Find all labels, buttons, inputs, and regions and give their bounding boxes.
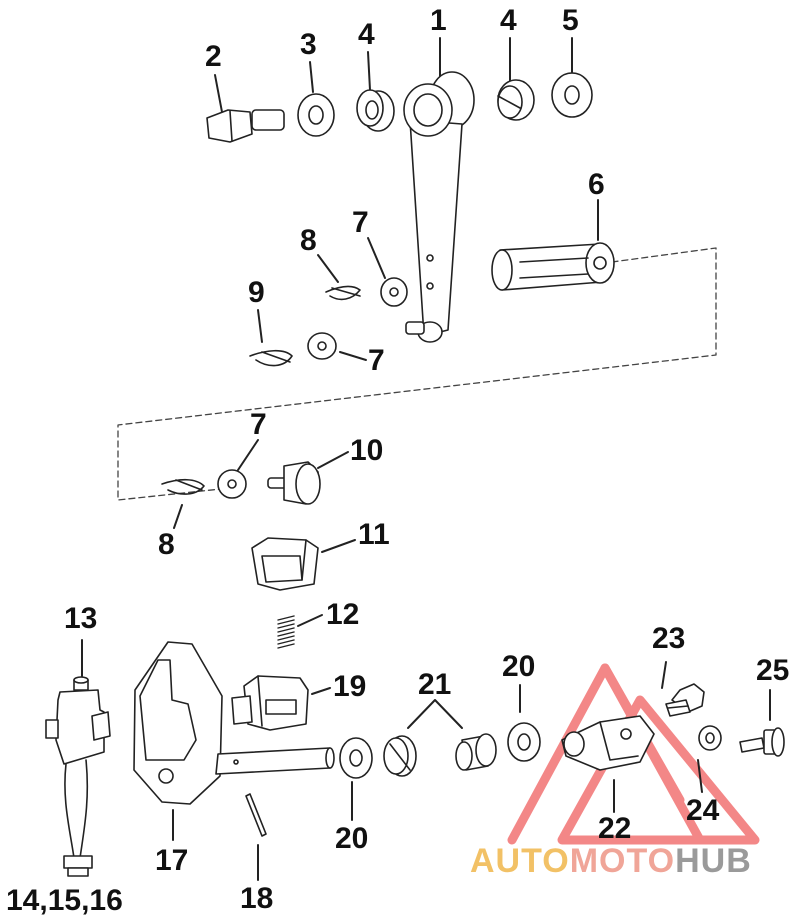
part-plate-shaft [133, 641, 335, 805]
part-washer-7c [217, 469, 247, 499]
label-part-7a: 7 [352, 206, 369, 239]
part-bracket-19 [231, 675, 309, 731]
part-bracket-11 [251, 537, 319, 591]
part-lever-arm [403, 71, 475, 343]
label-part-6: 6 [588, 168, 605, 201]
part-bushing-4a [356, 89, 395, 132]
part-bushing-21b [455, 733, 497, 771]
dashed-assembly-outline [117, 247, 717, 501]
part-washer-7b [307, 332, 337, 360]
label-part-8a: 8 [300, 224, 317, 257]
part-washer-20b [507, 722, 541, 762]
part-washer-20a [339, 737, 373, 779]
label-part-3: 3 [300, 28, 317, 61]
label-part-21: 21 [418, 668, 452, 701]
label-part-24: 24 [686, 794, 720, 827]
label-part-7b: 7 [368, 344, 385, 377]
label-part-25: 25 [756, 654, 790, 687]
part-sensor-switch [45, 676, 111, 877]
label-part-4b: 4 [500, 4, 517, 37]
label-part-14-15-16: 14,15,16 [6, 884, 123, 917]
part-washer-5 [551, 72, 593, 118]
label-part-19: 19 [333, 670, 367, 703]
label-part-18: 18 [240, 882, 274, 915]
label-part-9: 9 [248, 276, 265, 309]
label-part-20a: 20 [335, 822, 369, 855]
label-part-23: 23 [652, 622, 686, 655]
part-washer-7a [380, 277, 408, 307]
label-part-7c: 7 [250, 408, 267, 441]
label-part-10: 10 [350, 434, 384, 467]
label-part-11: 11 [358, 518, 390, 551]
label-part-2: 2 [205, 40, 222, 73]
part-bracket-22 [561, 715, 655, 771]
label-part-8b: 8 [158, 528, 175, 561]
part-cotter-pin [245, 793, 267, 837]
watermark-hub: HUB [675, 842, 752, 880]
label-part-5: 5 [562, 4, 579, 37]
part-bolt [206, 109, 285, 143]
part-pivot-knob [267, 461, 321, 505]
watermark-text: AUTOMOTOHUB [470, 842, 752, 881]
part-bolt-23 [665, 683, 705, 717]
part-spring [277, 615, 295, 649]
part-washer-3 [297, 93, 335, 137]
part-clip-8b [161, 478, 205, 495]
part-bushing-21a [383, 735, 417, 777]
label-part-4a: 4 [358, 18, 375, 51]
part-screw-25 [739, 727, 785, 757]
watermark-auto: AUTO [470, 842, 570, 880]
label-part-22: 22 [598, 812, 632, 845]
part-washer-24 [698, 725, 722, 751]
watermark-moto: MOTO [569, 842, 676, 880]
label-part-12: 12 [326, 598, 360, 631]
part-bushing-4b [497, 79, 535, 121]
label-part-17: 17 [155, 844, 189, 877]
part-clip-9 [249, 349, 293, 367]
part-link-rod [491, 242, 615, 291]
label-part-20b: 20 [502, 650, 536, 683]
part-clip-8a [325, 285, 361, 301]
label-part-1: 1 [430, 4, 447, 37]
label-part-13: 13 [64, 602, 98, 635]
